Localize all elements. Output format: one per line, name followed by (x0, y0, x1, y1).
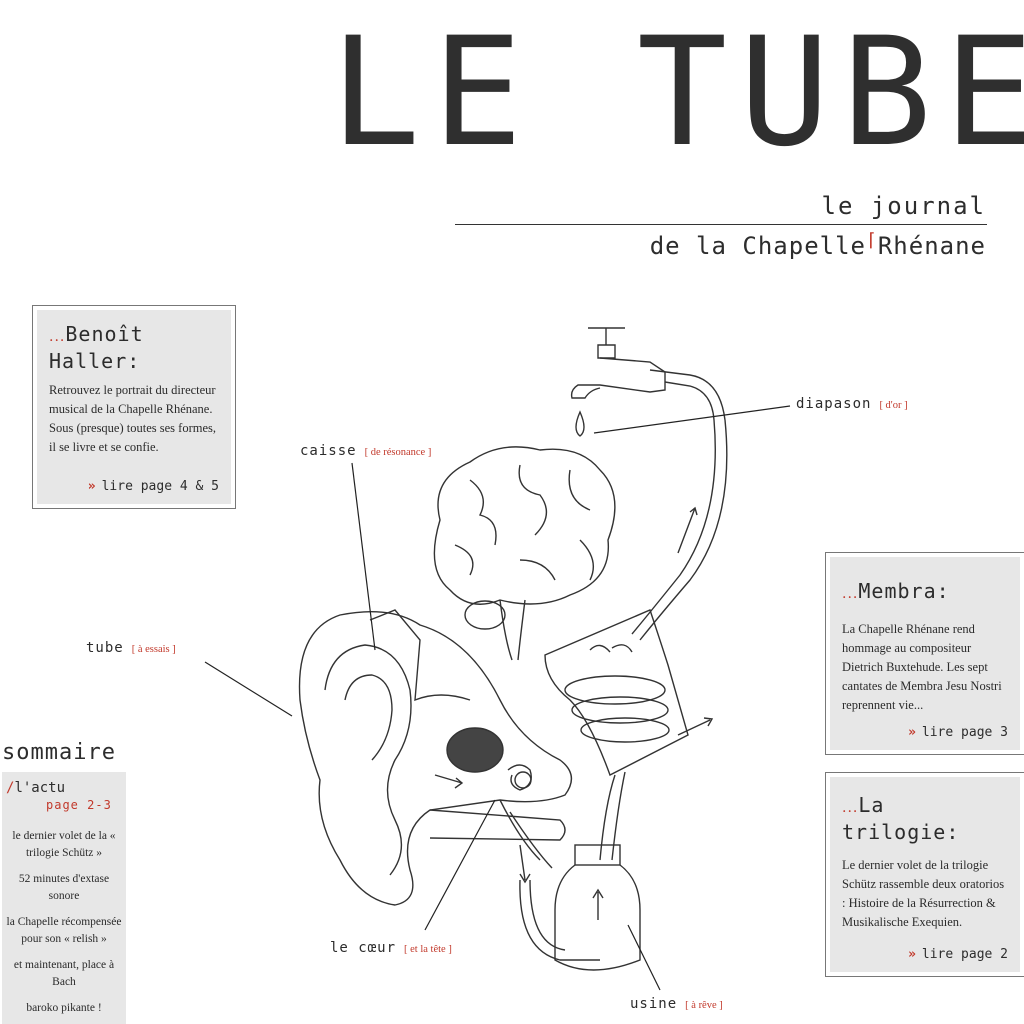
sommaire-item[interactable]: baroko pikante ! (26, 1002, 102, 1014)
label-caisse: caisse[ de résonance ] (300, 443, 432, 459)
leader-usine (627, 924, 661, 991)
box-benoit-haller[interactable]: ...Benoît Haller: Retrouvez le portrait … (32, 305, 236, 509)
box-trilogie-title: ...La trilogie: (842, 793, 960, 844)
sommaire-page-ref[interactable]: page 2-3 (46, 798, 112, 812)
box-benoit-body: Retrouvez le portrait du directeur music… (49, 383, 216, 454)
arrow-up-flask-icon (592, 888, 604, 920)
masthead-divider (455, 224, 987, 225)
label-coeur-note: [ et la tête ] (404, 944, 452, 955)
box-membra[interactable]: ...Membra: La Chapelle Rhénane rend homm… (825, 552, 1024, 755)
double-arrow-icon: » (87, 479, 96, 494)
box-trilogie-body: Le dernier volet de la trilogie Schütz r… (842, 858, 1005, 929)
box-membra-title: ...Membra: (842, 579, 950, 603)
sommaire-item[interactable]: la Chapelle récompensée pour son « relis… (6, 916, 122, 945)
arrow-down-icon (519, 844, 531, 884)
sommaire-title: sommaire (2, 740, 116, 765)
box-trilogie[interactable]: ...La trilogie: Le dernier volet de la t… (825, 772, 1024, 977)
masthead-title: LE TUBE (330, 6, 1024, 180)
label-caisse-note: [ de résonance ] (364, 447, 432, 458)
sommaire-panel: /l'actu page 2-3 le dernier volet de la … (2, 772, 126, 1024)
label-diapason-note: [ d'or ] (879, 400, 908, 411)
leader-coeur (424, 799, 496, 931)
arrow-right-icon (434, 774, 464, 789)
label-usine-note: [ à rêve ] (685, 1000, 723, 1011)
link-page-2[interactable]: »lire page 2 (908, 947, 1008, 962)
link-page-3[interactable]: »lire page 3 (908, 725, 1008, 740)
vessel-icon (544, 609, 714, 776)
subtitle-rhenane-text: Rhénane (877, 232, 986, 260)
flask-icon (554, 844, 641, 971)
leader-tube (204, 661, 293, 717)
box-membra-body: La Chapelle Rhénane rend hommage au comp… (842, 622, 1002, 712)
label-coeur: le cœur[ et la tête ] (330, 940, 452, 956)
label-tube-note: [ à essais ] (131, 644, 176, 655)
arrow-out-icon (677, 717, 714, 736)
faucet-icon (570, 327, 726, 421)
arrow-up-icon (677, 506, 698, 554)
sommaire-section[interactable]: /l'actu (6, 780, 66, 796)
double-arrow-icon: » (908, 947, 916, 962)
label-tube: tube[ à essais ] (86, 640, 176, 656)
sommaire-item[interactable]: le dernier volet de la « trilogie Schütz… (12, 830, 116, 859)
leader-caisse (351, 462, 376, 651)
leader-diapason (593, 405, 791, 434)
brain-icon (433, 446, 616, 661)
subtitle-chapelle: de la Chapelle⌈Rhénane (649, 230, 986, 260)
water-drop-icon (575, 410, 585, 437)
box-benoit-title: ...Benoît Haller: (49, 322, 144, 373)
sommaire-item[interactable]: 52 minutes d'extase sonore (18, 873, 110, 902)
swirl-arrows-icon (589, 644, 633, 653)
corner-mark-icon: ⌈ (866, 230, 878, 251)
label-diapason: diapason[ d'or ] (796, 396, 908, 412)
subtitle-journal: le journal (821, 192, 986, 220)
sommaire-item[interactable]: et maintenant, place à Bach (13, 959, 115, 988)
sommaire-list: le dernier volet de la « trilogie Schütz… (6, 828, 122, 1017)
link-page-4-5[interactable]: »lire page 4 & 5 (87, 479, 219, 494)
subtitle-chapelle-text: de la Chapelle (649, 232, 866, 260)
ear-icon (298, 609, 573, 906)
label-usine: usine[ à rêve ] (630, 996, 723, 1012)
double-arrow-icon: » (908, 725, 916, 740)
